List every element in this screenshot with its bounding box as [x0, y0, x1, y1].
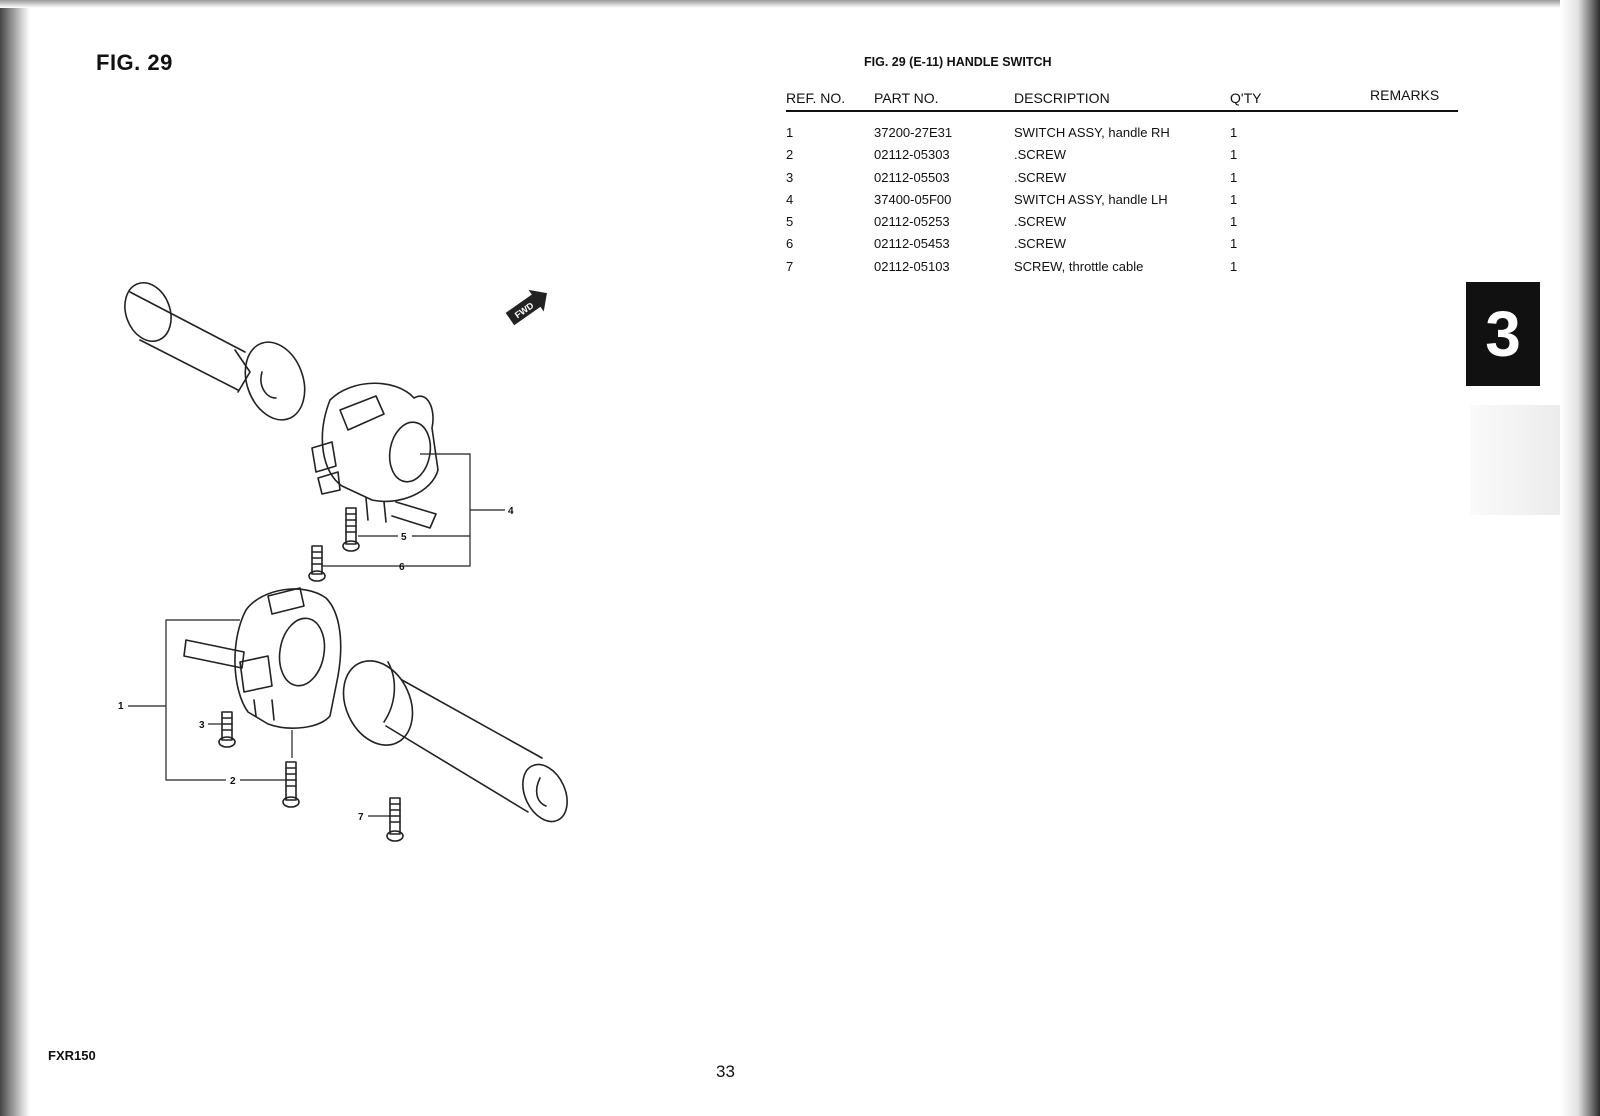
- callout-number-5: 5: [401, 532, 407, 543]
- row-part-no: 02112-05103: [874, 258, 950, 274]
- row-ref: 6: [786, 236, 794, 252]
- row-ref: 1: [786, 125, 794, 140]
- row-qty: 1: [1230, 258, 1238, 274]
- row-ref: 5: [786, 214, 794, 230]
- row-description: .SCREW: [1014, 169, 1066, 185]
- row-part-no: 02112-05303: [874, 147, 950, 163]
- page-binding-shadow: [0, 0, 30, 1116]
- header-ref-no: REF. NO.: [786, 90, 846, 106]
- section-tab-marker: 3: [1466, 282, 1540, 386]
- page-top-edge: [0, 0, 1600, 8]
- row-description: SWITCH ASSY, handle LH: [1014, 191, 1168, 207]
- table-row: 5 02112-05253 .SCREW 1: [786, 211, 1458, 233]
- table-row: 1 37200-27E31 SWITCH ASSY, handle RH 1: [786, 122, 1458, 144]
- row-ref: 3: [786, 169, 794, 185]
- table-row: 2 02112-05303 .SCREW 1: [786, 144, 1458, 166]
- row-qty: 1: [1230, 147, 1238, 163]
- figure-heading: FIG. 29: [96, 50, 173, 75]
- header-part-no: PART NO.: [874, 90, 939, 106]
- table-row: 3 02112-05503 .SCREW 1: [786, 167, 1458, 189]
- model-label: FXR150: [48, 1048, 96, 1063]
- callout-number-2: 2: [230, 776, 236, 787]
- row-description: SCREW, throttle cable: [1014, 258, 1144, 274]
- upper-switch-housing-illustration: [311, 382, 439, 529]
- row-part-no: 02112-05503: [874, 169, 950, 185]
- row-qty: 1: [1230, 125, 1238, 140]
- upper-grip-illustration: [124, 282, 306, 421]
- lower-switch-housing-illustration: [183, 587, 342, 729]
- row-part-no: 02112-05253: [874, 214, 950, 230]
- page-number: 33: [716, 1062, 735, 1081]
- fwd-arrow-icon: FWD: [505, 289, 547, 326]
- screw-5-illustration: [342, 507, 360, 552]
- screw-2-illustration: [282, 761, 300, 808]
- table-row: 4 37400-05F00 SWITCH ASSY, handle LH 1: [786, 189, 1458, 211]
- row-qty: 1: [1230, 236, 1238, 252]
- table-row: 7 02112-05103 SCREW, throttle cable 1: [786, 256, 1458, 278]
- screw-7-illustration: [386, 797, 404, 842]
- row-ref: 2: [786, 147, 794, 163]
- row-ref: 4: [786, 191, 794, 207]
- table-row: 6 02112-05453 .SCREW 1: [786, 233, 1458, 255]
- row-qty: 1: [1230, 214, 1238, 230]
- header-qty: Q'TY: [1230, 90, 1262, 106]
- row-qty: 1: [1230, 191, 1238, 207]
- section-tab-shade: [1470, 405, 1560, 515]
- parts-table-body: 1 37200-27E31 SWITCH ASSY, handle RH 1 2…: [786, 112, 1458, 278]
- row-description: .SCREW: [1014, 147, 1066, 163]
- callout-bracket-1: [165, 619, 240, 781]
- row-part-no: 37400-05F00: [874, 191, 952, 207]
- row-part-no: 02112-05453: [874, 236, 950, 252]
- header-description: DESCRIPTION: [1014, 90, 1110, 106]
- lower-grip-illustration: [342, 660, 568, 823]
- page-right-edge: [1560, 0, 1600, 1116]
- callout-number-1: 1: [118, 701, 124, 712]
- parts-table-title: FIG. 29 (E-11) HANDLE SWITCH: [864, 55, 1052, 69]
- screw-3-illustration: [218, 711, 236, 748]
- row-description: .SCREW: [1014, 236, 1066, 252]
- row-qty: 1: [1230, 169, 1238, 185]
- parts-table-header: REF. NO. PART NO. DESCRIPTION Q'TY REMAR…: [786, 86, 1458, 112]
- row-part-no: 37200-27E31: [874, 125, 953, 140]
- parts-table: REF. NO. PART NO. DESCRIPTION Q'TY REMAR…: [786, 86, 1458, 278]
- callout-number-6: 6: [399, 562, 405, 573]
- row-description: SWITCH ASSY, handle RH: [1014, 125, 1170, 140]
- screw-6-illustration: [308, 545, 326, 582]
- header-remarks: REMARKS: [1370, 87, 1440, 103]
- row-description: .SCREW: [1014, 214, 1066, 230]
- row-ref: 7: [786, 258, 794, 274]
- handle-switch-diagram: FWD 1 2 3 4 5 6 7: [118, 282, 568, 842]
- callout-number-3: 3: [199, 720, 205, 731]
- callout-number-7: 7: [358, 812, 364, 823]
- callout-number-4: 4: [508, 506, 514, 517]
